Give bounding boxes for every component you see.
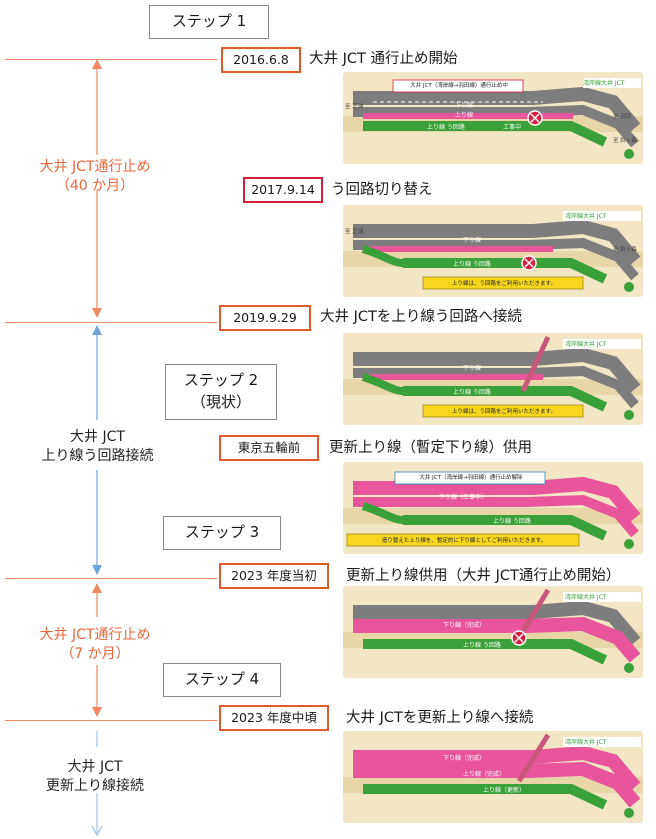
map2-banner: 上り線は、う回路をご利用いただきます。 [452, 281, 556, 287]
event-label-1: 大井 JCT 通行止め開始 [309, 51, 458, 67]
date-box-4: 東京五輪前 [219, 435, 319, 461]
map2-down-label: 下り線 [463, 237, 482, 244]
map3-jct-label: 湾岸線大井 JCT [565, 341, 607, 348]
map1-jct-label: 湾岸線大井 JCT [583, 80, 625, 87]
map-panel-6: 湾岸線大井 JCT 下り線（完成） 上り線（完成） 上り線（更新） [343, 731, 643, 823]
map1-down-label: 下り線 [455, 102, 474, 109]
timeline-marker-line-1 [5, 59, 217, 60]
map6-up-label: 上り線（完成） [463, 771, 506, 778]
map-panel-4: 大井 JCT（湾岸線→羽田線）通行止め解除 下り線（工事中） 上り線 う回路 造… [343, 462, 643, 554]
map6-detour-label: 上り線（更新） [483, 787, 526, 794]
map3-down-label: 下り線 [463, 365, 482, 372]
arrow-segment-renewed [91, 731, 103, 837]
date-box-1: 2016.6.8 [221, 47, 301, 73]
map2-place-left: 至 芝浦 [345, 229, 364, 235]
timeline-marker-line-2 [5, 322, 217, 323]
map-panel-3: 湾岸線大井 JCT 下り線 上り線 う回路 上り線は、う回路をご利用いただきます… [343, 333, 643, 425]
timeline-marker-line-3 [5, 578, 217, 579]
arrow-segment-closure-7m [92, 583, 102, 717]
map4-bubble: 大井 JCT（湾岸線→羽田線）通行止め解除 [419, 475, 523, 481]
map2-place-right: 至 鈴ヶ森 [613, 247, 637, 253]
date-box-2: 2017.9.14 [243, 177, 323, 203]
map4-banner: 造り替えた上り線を、暫定的に下り線としてご利用いただきます。 [381, 538, 547, 544]
step-4-box: ステップ 4 [163, 663, 281, 697]
event-label-4: 更新上り線（暫定下り線）供用 [329, 440, 532, 456]
map6-jct-label: 湾岸線大井 JCT [565, 739, 607, 746]
map5-down-label: 下り線（完成） [443, 622, 486, 629]
map1-up-label: 上り線 [455, 112, 474, 119]
arrow-segment-detour [92, 325, 102, 575]
step-3-box: ステップ 3 [163, 516, 281, 550]
event-label-2: う回路切り替え [331, 182, 433, 198]
map6-down-label: 下り線（完成） [443, 755, 486, 762]
timeline-arrows [91, 59, 103, 837]
period-label-detour-connection: 大井 JCT 上り線う回路接続 [41, 429, 154, 464]
date-box-3: 2019.9.29 [219, 305, 311, 331]
map3-detour-label: 上り線 う回路 [453, 389, 491, 396]
map4-up-label: 上り線 う回路 [493, 518, 531, 525]
period-label-renewed-connection: 大井 JCT 更新上り線接続 [46, 759, 144, 794]
map1-place-right2: 至 鈴ヶ森 [613, 138, 637, 144]
step-2-box: ステップ 2 （現状） [165, 364, 277, 420]
event-label-6: 大井 JCTを更新上り線へ接続 [346, 710, 534, 726]
map2-detour-label: 上り線 う回路 [453, 261, 491, 268]
map2-jct-label: 湾岸線大井 JCT [565, 213, 607, 220]
map1-bubble: 大井 JCT（湾岸線→羽田線）通行止め中 [410, 83, 508, 89]
map1-place-right: 至 羽田 [613, 114, 632, 120]
map1-place-left: 至 芝浦 [345, 104, 364, 110]
map5-up-label: 上り線 う回路 [463, 642, 501, 649]
map1-construction-label: 工事中 [503, 124, 522, 131]
period-label-closure-7m: 大井 JCT通行止め （7 か月） [39, 627, 151, 662]
event-label-3: 大井 JCTを上り線う回路へ接続 [320, 309, 522, 325]
step-1-box: ステップ 1 [149, 5, 269, 39]
date-box-6: 2023 年度中頃 [219, 705, 329, 731]
map-panel-1: 大井 JCT（湾岸線→羽田線）通行止め中 湾岸線大井 JCT 下り線 上り線 上… [343, 72, 643, 164]
date-box-5: 2023 年度当初 [219, 563, 329, 589]
map3-banner: 上り線は、う回路をご利用いただきます。 [452, 409, 556, 415]
event-label-5: 更新上り線供用（大井 JCT通行止め開始） [346, 568, 621, 584]
map-panel-5: 湾岸線大井 JCT 下り線（完成） 上り線 う回路 [343, 586, 643, 678]
map4-down-label: 下り線（工事中） [439, 494, 488, 501]
map-panel-2: 湾岸線大井 JCT 下り線 上り線 う回路 上り線は、う回路をご利用いただきます… [343, 205, 643, 297]
map1-detour-label: 上り線 う回路 [427, 124, 465, 131]
period-label-closure-40m: 大井 JCT通行止め （40 か月） [39, 159, 151, 194]
timeline-marker-line-4 [5, 720, 217, 721]
arrow-segment-closure-40m [92, 59, 102, 318]
map5-jct-label: 湾岸線大井 JCT [565, 594, 607, 601]
